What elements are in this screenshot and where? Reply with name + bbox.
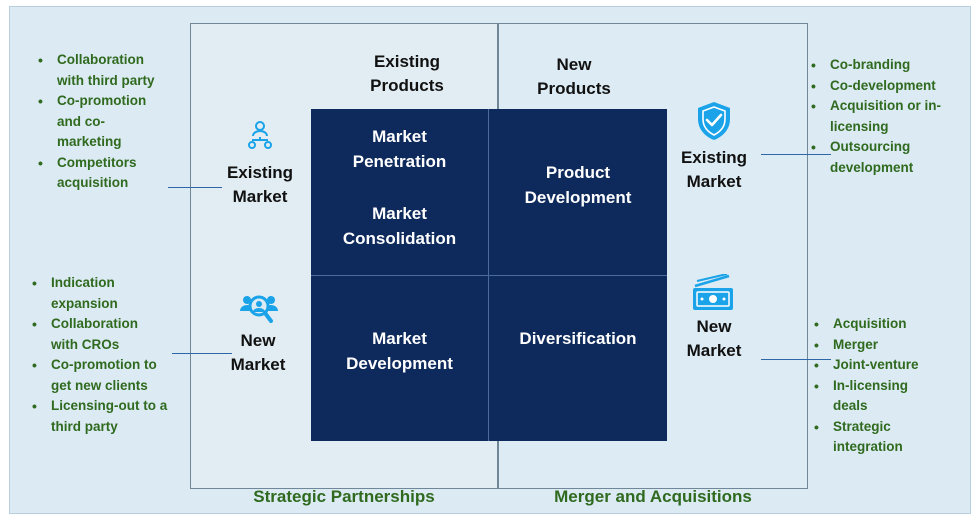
connector-bottom-right bbox=[761, 359, 831, 360]
connector-bottom-left bbox=[172, 353, 232, 354]
left-existing-market-line2: Market bbox=[232, 187, 288, 206]
left-existing-market-line1: Existing bbox=[226, 163, 294, 182]
left-new-market-line2: Market bbox=[230, 355, 286, 374]
list-item: Merger bbox=[811, 335, 961, 356]
right-new-market-line1: New bbox=[696, 317, 732, 336]
footer-merger-acquisitions: Merger and Acquisitions bbox=[554, 487, 752, 506]
list-item-text: integration bbox=[833, 439, 903, 454]
header-new-products: New Products bbox=[499, 53, 649, 101]
list-item: Outsourcing development bbox=[808, 137, 968, 178]
list-item-text: with third party bbox=[57, 72, 155, 88]
list-item-text: third party bbox=[51, 418, 118, 434]
list-item-text: acquisition bbox=[57, 175, 129, 190]
list-item: Joint-venture bbox=[811, 355, 961, 376]
right-existing-market-line2: Market bbox=[686, 172, 742, 191]
cell-market-development-line1: Market bbox=[372, 329, 427, 348]
list-item-text: Collaboration bbox=[57, 52, 144, 67]
list-item: Strategic integration bbox=[811, 417, 961, 458]
matrix-divider-vertical bbox=[488, 109, 489, 441]
shield-check-icon bbox=[698, 102, 730, 140]
list-item-text: Competitors bbox=[57, 154, 137, 170]
cell-market-penetration-line1: Market bbox=[372, 127, 427, 146]
list-item-text: Co-promotion bbox=[57, 93, 147, 108]
right-new-market-line2: Market bbox=[686, 341, 742, 360]
list-item-text: Outsourcing bbox=[830, 139, 911, 154]
list-top-right: Co-branding Co-development Acquisition o… bbox=[808, 55, 968, 178]
list-item-text: In-licensing bbox=[833, 377, 909, 393]
list-item: In-licensing deals bbox=[811, 376, 961, 417]
list-item-text: Co-branding bbox=[830, 57, 911, 72]
right-new-market-label: New Market bbox=[669, 315, 759, 363]
connector-top-right bbox=[761, 154, 831, 155]
list-item-text: Merger bbox=[833, 336, 879, 352]
list-item-text: licensing bbox=[830, 118, 889, 134]
list-item-text: Licensing-out to a bbox=[51, 398, 168, 413]
cell-market-consolidation: Market Consolidation bbox=[311, 201, 488, 251]
list-item-text: Collaboration bbox=[51, 316, 138, 331]
cell-market-penetration: Market Penetration bbox=[311, 124, 488, 174]
cell-product-development-line1: Product bbox=[545, 163, 611, 182]
list-item: Co-promotion and co- marketing bbox=[35, 91, 195, 153]
list-item: Acquisition or in- licensing bbox=[808, 96, 968, 137]
list-item-text: Acquisition or in- bbox=[830, 98, 941, 113]
connector-top-left bbox=[168, 187, 222, 188]
list-item-text: expansion bbox=[51, 295, 118, 311]
list-item: Co-branding bbox=[808, 55, 968, 76]
list-item-text: Strategic bbox=[833, 418, 891, 434]
cell-diversification: Diversification bbox=[519, 329, 637, 348]
list-item: Collaboration with third party bbox=[35, 50, 195, 91]
list-item: Collaboration with CROs bbox=[29, 314, 189, 355]
user-search-icon bbox=[240, 295, 278, 323]
left-new-market-line1: New bbox=[240, 331, 276, 350]
diagram-canvas: Existing Products New Products Market Pe… bbox=[9, 6, 971, 514]
list-item: Licensing-out to a third party bbox=[29, 396, 189, 437]
left-existing-market-label: Existing Market bbox=[215, 161, 305, 209]
list-item-text: get new clients bbox=[51, 377, 148, 393]
left-new-market-label: New Market bbox=[223, 329, 293, 377]
right-existing-market-line1: Existing bbox=[680, 148, 748, 167]
list-item-text: Joint-venture bbox=[833, 357, 919, 372]
cell-market-consolidation-line1: Market bbox=[372, 204, 427, 223]
right-existing-market-label: Existing Market bbox=[669, 146, 759, 194]
list-item-text: development bbox=[830, 159, 914, 175]
footer-strategic-partnerships: Strategic Partnerships bbox=[253, 487, 435, 506]
list-top-left: Collaboration with third party Co-promot… bbox=[35, 50, 195, 194]
cell-product-development: Product Development bbox=[489, 160, 667, 210]
list-item-text: Co-promotion to bbox=[51, 357, 157, 372]
header-existing-products-line2: Products bbox=[370, 76, 444, 95]
list-item-text: and co- bbox=[57, 113, 106, 129]
list-item: Co-promotion to get new clients bbox=[29, 355, 189, 396]
banknote-icon bbox=[693, 274, 733, 310]
header-existing-products-line1: Existing bbox=[373, 52, 441, 71]
cell-market-development-line2: Development bbox=[346, 354, 453, 373]
list-item: Acquisition bbox=[811, 314, 961, 335]
cell-product-development-line2: Development bbox=[524, 188, 632, 207]
list-item-text: Co-development bbox=[830, 77, 936, 93]
cell-market-consolidation-line2: Consolidation bbox=[342, 229, 457, 248]
list-item: Competitors acquisition bbox=[35, 153, 195, 194]
list-item-text: deals bbox=[833, 398, 868, 413]
cell-market-development: Market Development bbox=[311, 326, 488, 376]
matrix-divider-horizontal bbox=[311, 275, 667, 276]
people-network-icon bbox=[248, 121, 272, 149]
header-new-products-line2: Products bbox=[537, 79, 611, 98]
header-existing-products: Existing Products bbox=[332, 50, 482, 98]
list-item-text: Indication bbox=[51, 275, 115, 290]
list-bottom-right: Acquisition Merger Joint-venture In-lice… bbox=[811, 314, 961, 458]
list-item-text: marketing bbox=[57, 134, 122, 149]
list-item-text: with CROs bbox=[51, 336, 120, 352]
list-item: Co-development bbox=[808, 76, 968, 97]
cell-market-penetration-line2: Penetration bbox=[352, 152, 447, 171]
list-item-text: Acquisition bbox=[833, 316, 907, 331]
list-bottom-left: Indication expansion Collaboration with … bbox=[29, 273, 189, 437]
header-new-products-line1: New bbox=[556, 55, 592, 74]
list-item: Indication expansion bbox=[29, 273, 189, 314]
